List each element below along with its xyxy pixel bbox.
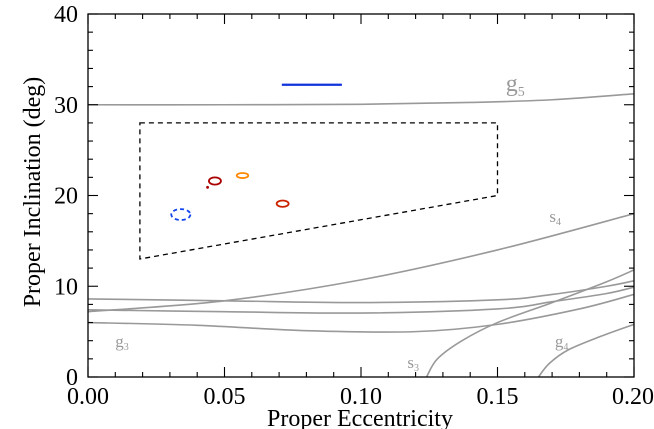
- y-tick-label: 20: [54, 184, 78, 210]
- axes: [87, 13, 635, 378]
- x-axis-title: Proper Eccentricity: [267, 406, 453, 429]
- ellipse-1: [170, 208, 192, 221]
- data-marks: [170, 83, 342, 221]
- y-tick-label: 0: [66, 365, 78, 391]
- y-tick-label: 10: [54, 274, 78, 300]
- curve-label-g4: g4: [555, 332, 569, 353]
- resonance-curves: [88, 93, 634, 377]
- resonance-curve-2: [88, 280, 634, 304]
- x-tick-label: 0.05: [204, 384, 246, 410]
- plot-frame: [87, 13, 635, 378]
- resonance-curve-4: [88, 293, 634, 333]
- y-axis-title: Proper Inclination (deg): [20, 77, 46, 308]
- y-tick-label: 30: [54, 93, 78, 119]
- resonance-curve-6: [425, 269, 634, 377]
- resonance-curve-1: [88, 93, 634, 106]
- region-polygon: [139, 122, 499, 260]
- tick-labels: 0.00 0.05 0.10 0.15 0.20 0 10 20 30 40: [54, 2, 654, 410]
- x-tick-label: 0.15: [477, 384, 519, 410]
- ellipse-4: [275, 199, 290, 208]
- ellipse-3: [235, 172, 250, 179]
- x-tick-label: 0.20: [612, 384, 654, 410]
- ellipse-2: [208, 176, 222, 186]
- x-tick-label: 0.00: [67, 384, 109, 410]
- resonance-curve-7: [537, 323, 634, 377]
- resonance-curve-5: [88, 212, 634, 313]
- resonance-curve-3: [88, 286, 634, 314]
- curve-label-s4: s4: [549, 207, 561, 228]
- region-outline: [139, 122, 499, 260]
- curve-labels: g5 s4 g3 s3 g4: [115, 71, 568, 374]
- x-tick-label: 0.10: [340, 384, 382, 410]
- curve-label-s3: s3: [407, 353, 419, 374]
- point-marker-1: [206, 185, 209, 189]
- y-tick-label: 40: [54, 2, 78, 28]
- curve-label-g5: g5: [506, 71, 525, 100]
- curve-label-g3: g3: [115, 332, 129, 353]
